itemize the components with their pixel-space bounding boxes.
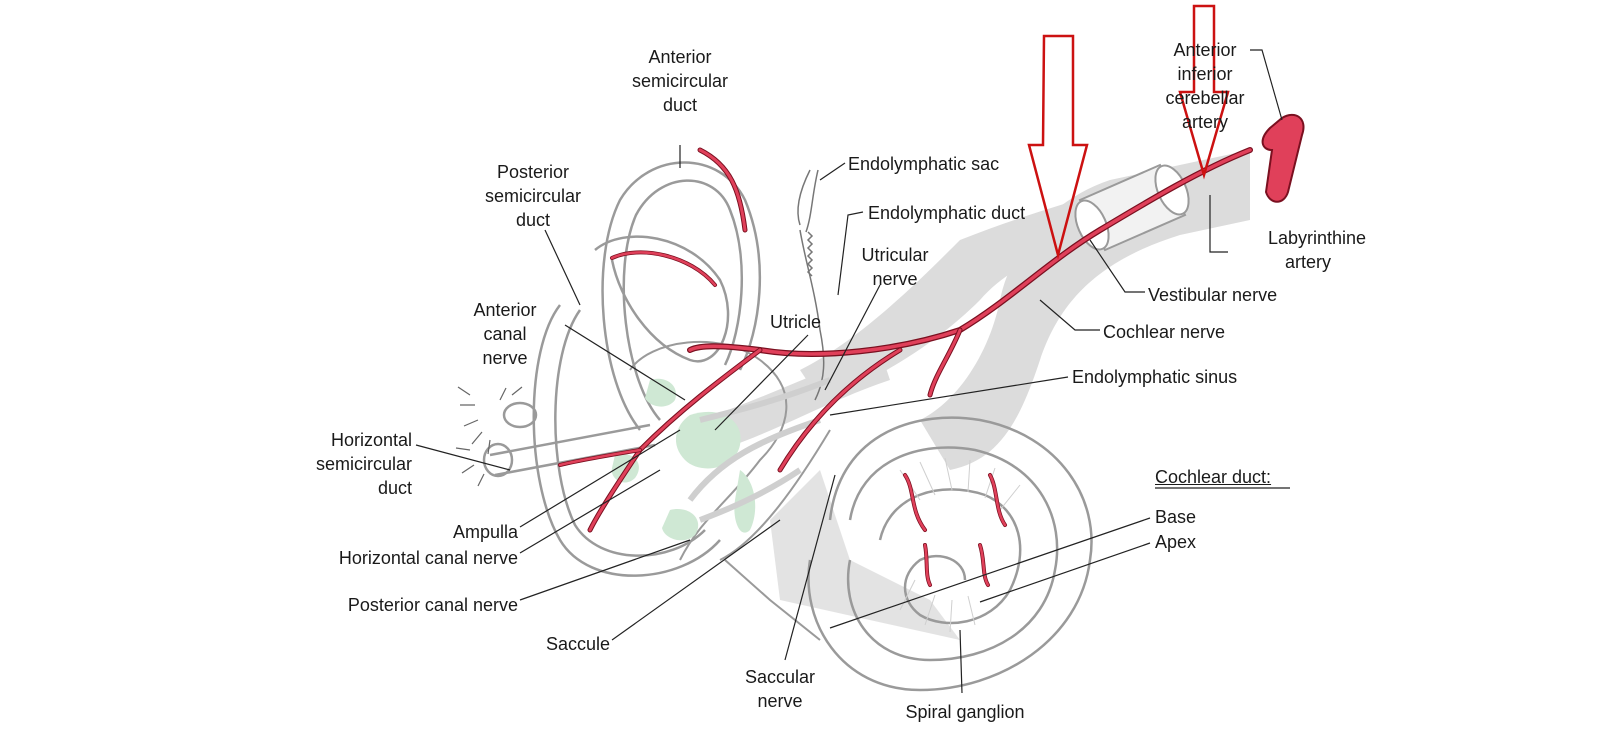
pointer-arrow-left — [1027, 34, 1089, 260]
label-endolymphatic-sinus: Endolymphatic sinus — [1072, 367, 1238, 387]
label-posterior-canal-nerve: Posterior canal nerve — [347, 595, 518, 615]
label-saccule: Saccule — [545, 634, 610, 654]
endolymphatic-sac-shape — [797, 169, 825, 401]
label-cochlear-duct: Cochlear duct: — [1155, 467, 1272, 487]
vestibular-nerve-branches — [687, 377, 832, 523]
label-labyrinthine-artery: Labyrinthine artery — [1268, 228, 1367, 272]
label-endolymphatic-sac: Endolymphatic sac — [848, 154, 1000, 174]
semicircular-canals — [482, 161, 762, 577]
label-utricle: Utricle — [770, 312, 822, 332]
label-ampulla: Ampulla — [452, 522, 518, 542]
cochlea — [807, 416, 1093, 692]
label-horizontal-canal-nerve: Horizontal canal nerve — [338, 548, 518, 568]
label-horizontal-semicircular-duct: Horizontal semicircular duct — [315, 430, 412, 498]
label-saccular-nerve: Saccular nerve — [744, 667, 816, 711]
label-spiral-ganglion: Spiral ganglion — [905, 702, 1025, 722]
label-vestibular-nerve: Vestibular nerve — [1148, 285, 1278, 305]
arteries — [558, 147, 1253, 587]
label-apex: Apex — [1155, 532, 1197, 552]
label-cochlear-nerve: Cochlear nerve — [1103, 322, 1226, 342]
label-anterior-inferior-cerebellar-artery: Anterior inferior cerebellar artery — [1165, 40, 1245, 132]
label-endolymphatic-duct: Endolymphatic duct — [868, 203, 1026, 223]
pointer-arrows — [1027, 4, 1230, 260]
aica-vessel — [1261, 113, 1305, 203]
label-base: Base — [1155, 507, 1197, 527]
vestibule-outline — [629, 340, 831, 641]
ampulla-hair — [455, 386, 523, 487]
label-anterior-semicircular-duct: Anterior semicircular duct — [631, 47, 728, 115]
label-posterior-semicircular-duct: Posterior semicircular duct — [484, 162, 581, 230]
label-utricular-nerve: Utricular nerve — [861, 245, 929, 289]
label-anterior-canal-nerve: Anterior canal nerve — [473, 300, 537, 368]
pointer-arrow-right — [1178, 4, 1230, 180]
leader-lines — [415, 49, 1290, 694]
